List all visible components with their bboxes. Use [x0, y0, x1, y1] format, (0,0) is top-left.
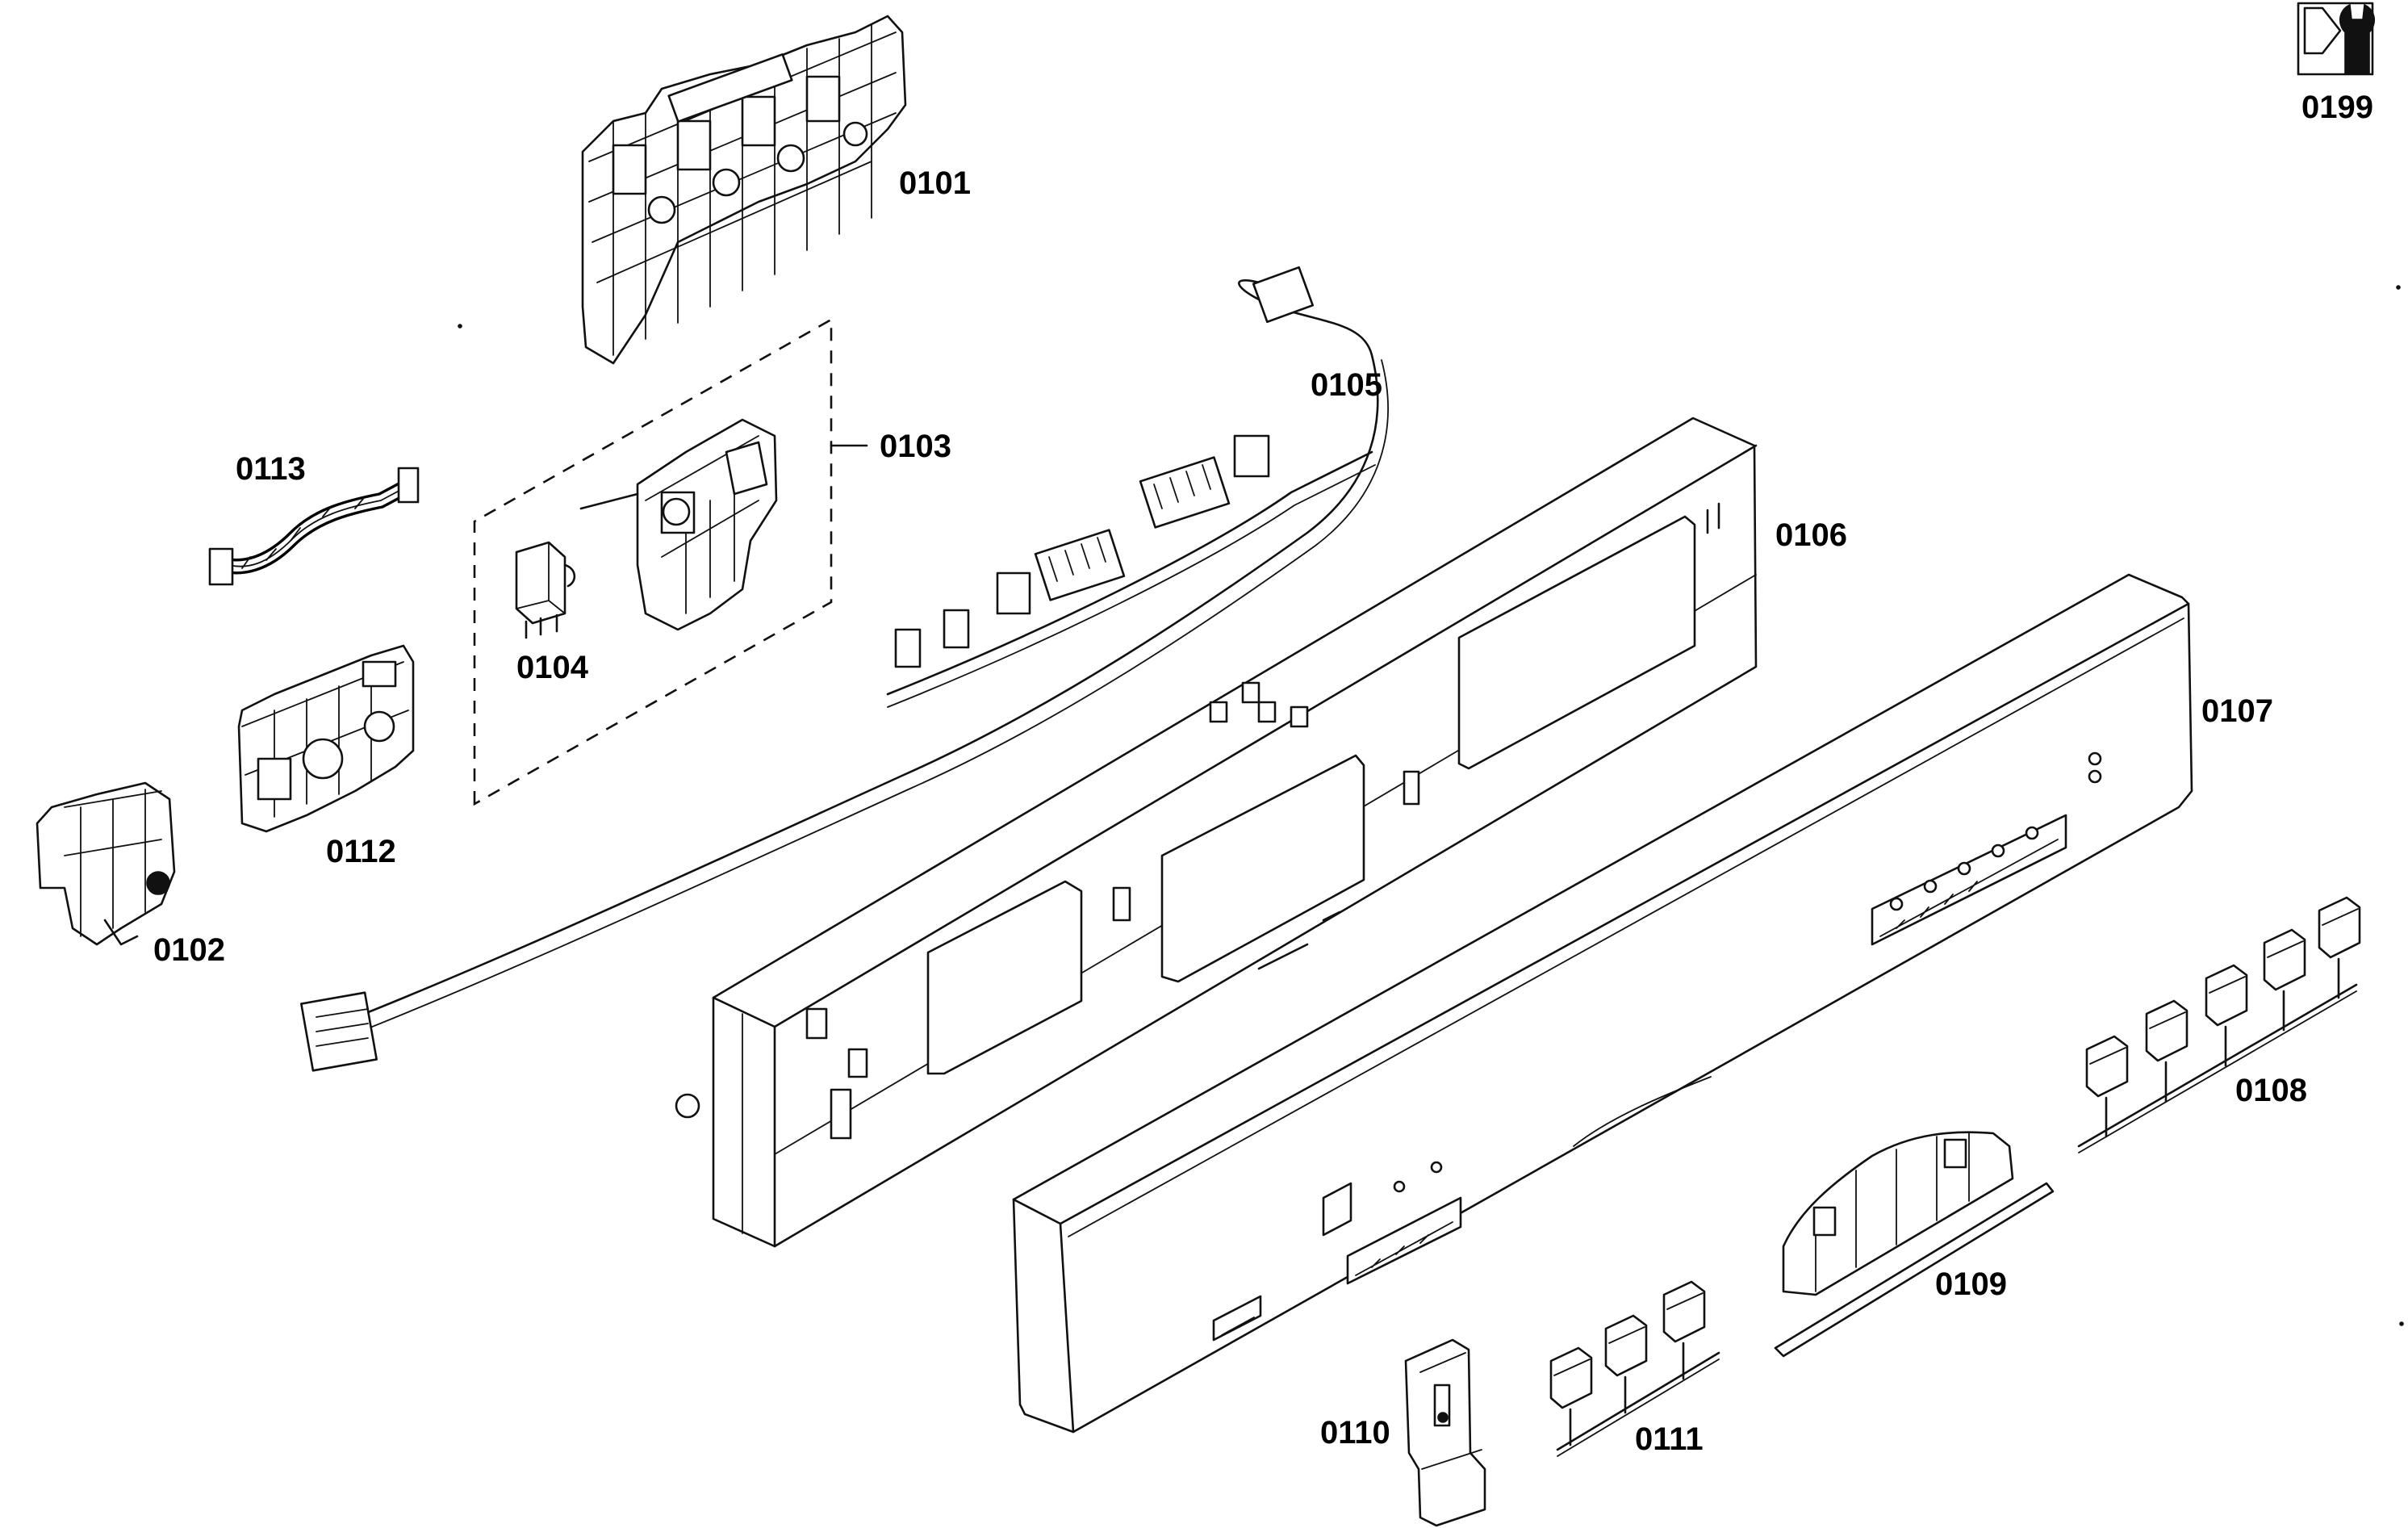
part-label-0113: 0113	[236, 451, 306, 487]
part-0106-inner-frame	[675, 417, 1758, 1248]
part-0108-button-strip	[2077, 896, 2361, 1153]
part-label-0199: 0199	[2301, 90, 2373, 125]
part-label-0106: 0106	[1775, 517, 1847, 553]
part-label-0108: 0108	[2235, 1073, 2307, 1108]
part-0101-electronic-module	[581, 15, 907, 365]
part-label-0111: 0111	[1635, 1421, 1704, 1457]
part-label-0105: 0105	[1311, 367, 1382, 403]
part-0104-relay	[515, 541, 576, 639]
part-0109-light-guide	[1774, 1131, 2055, 1358]
wrench-icon	[2297, 2, 2375, 76]
part-0103-switch-mechanism	[579, 418, 778, 631]
part-label-0103: 0103	[880, 429, 951, 464]
part-label-0110: 0110	[1320, 1415, 1390, 1451]
part-0112-control-module	[237, 644, 415, 833]
part-0103-assembly-group	[473, 317, 868, 806]
part-0110-latch-holder	[1404, 1338, 1486, 1527]
part-label-0102: 0102	[153, 932, 225, 968]
part-0102-door-lock	[36, 781, 176, 946]
part-0107-outer-fascia	[1012, 573, 2193, 1434]
part-0113-ribbon-cable	[208, 467, 420, 586]
part-label-0112: 0112	[326, 834, 396, 869]
part-0105-wire-harness	[300, 266, 1389, 1072]
part-label-0107: 0107	[2201, 693, 2273, 729]
part-0111-button-strip	[1549, 1280, 1720, 1457]
part-label-0104: 0104	[516, 650, 589, 685]
part-label-0109: 0109	[1935, 1266, 2007, 1302]
part-label-0101: 0101	[899, 165, 971, 201]
